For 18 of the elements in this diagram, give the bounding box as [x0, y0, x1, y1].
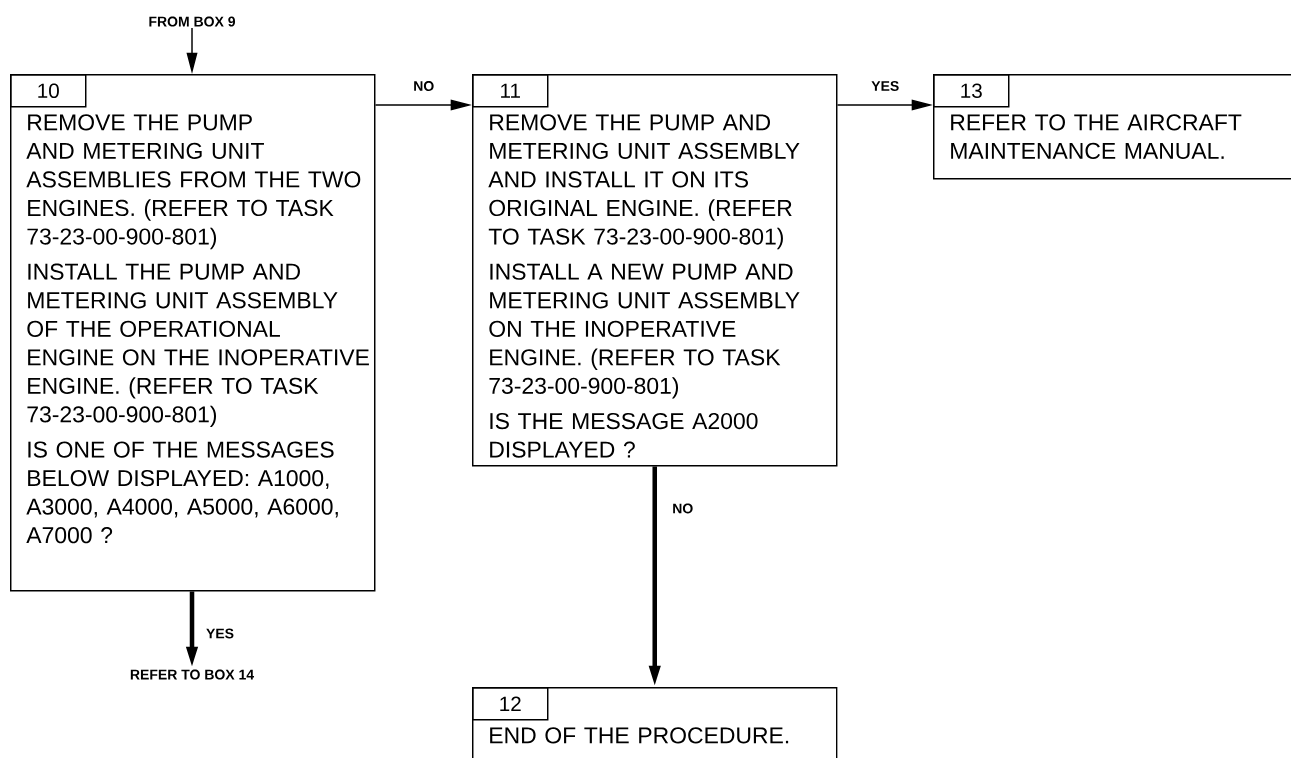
number-tab: 12: [472, 687, 549, 721]
edge-label: YES: [204, 627, 236, 640]
process-box: [472, 687, 838, 758]
process-box: [10, 74, 376, 592]
edge-label: NO: [411, 79, 436, 93]
reference-text: FROM BOX 9: [149, 16, 236, 27]
number-tab: 10: [10, 74, 87, 108]
edge-label: NO: [670, 502, 695, 515]
number-tab: 13: [933, 74, 1010, 108]
instruction-text: END OF THE PROCEDURE.: [490, 727, 789, 744]
process-box: [933, 74, 1291, 180]
instruction-text: REFER TO THE AIRCRAFT MAINTENANCE MANUAL.: [951, 114, 1242, 160]
reference-text: REFER TO BOX 14: [130, 669, 254, 680]
instruction-text: REMOVE THE PUMP AND METERING UNIT ASSEMBLY AND INSTALL IT ON ITS ORIGINAL ENGINE. (REFER TO TASK 73-23-00-900-801) INSTALL A NEW PUMP AND METERING UNIT ASSEMBLY ON THE INOPERATIVE ENGINE. (REFER TO TASK 73-23-00-900-801) IS THE MESSAGE A2000 DISPLAYED ?: [488, 114, 800, 458]
number-tab: 11: [472, 74, 549, 108]
instruction-text: REMOVE THE PUMP AND METERING UNIT ASSEMBLIES FROM THE TWO ENGINES. (REFER TO TASK 73-23-00-900-801) INSTALL THE PUMP AND METERING UNIT ASSEMBLY OF THE OPERATIONAL ENGINE ON THE INOPERATIVE ENGINE. (REFER TO TASK 73-23-00-900-801) IS ONE OF THE MESSAGES BELOW DISPLAYED: A1000, A3000, A4000, A5000, A6000, A7000 ?: [26, 114, 369, 544]
process-box: [472, 74, 838, 467]
edge-label: YES: [869, 79, 901, 93]
